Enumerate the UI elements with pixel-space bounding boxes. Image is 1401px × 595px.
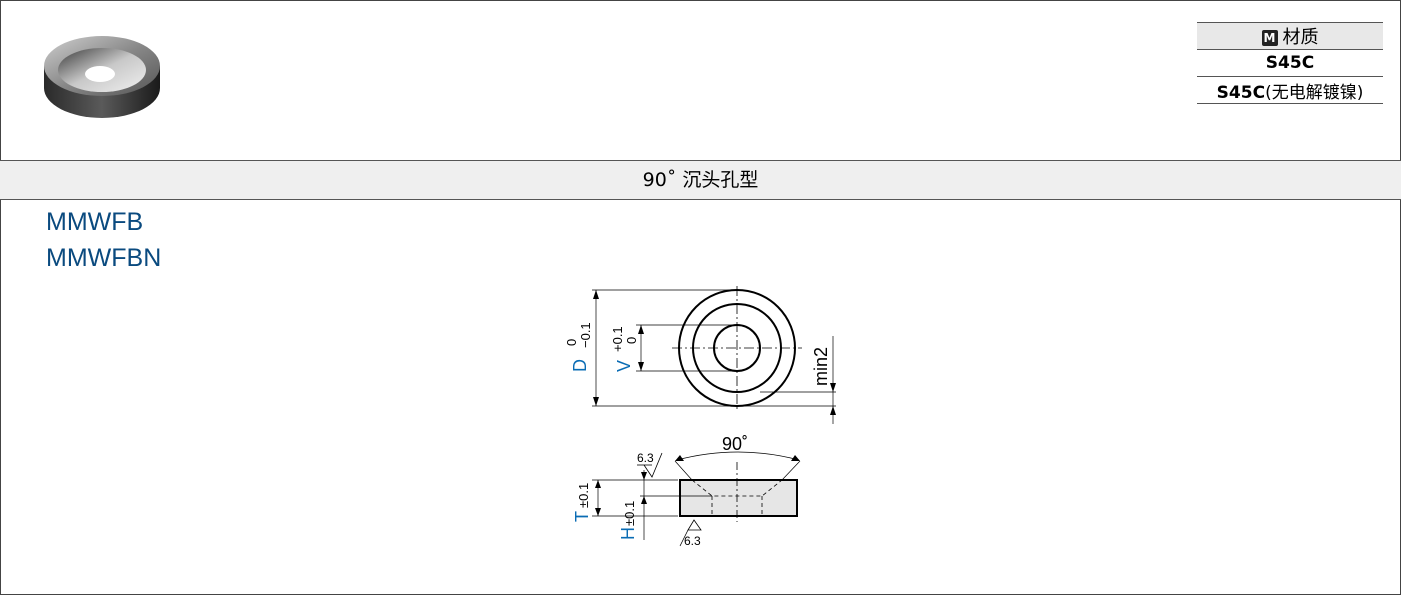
- material-grade: S45C: [1265, 53, 1315, 73]
- v-tol-upper: +0.1: [610, 326, 625, 352]
- t-tol: ±0.1: [576, 483, 591, 508]
- v-tol-lower: 0: [624, 337, 639, 344]
- d-tol-upper: 0: [564, 339, 579, 346]
- top-view: [592, 286, 836, 424]
- material-row: S45C(无电解镀镍): [1197, 76, 1383, 104]
- h-tol: ±0.1: [622, 501, 637, 526]
- roughness-top-label: 6.3: [637, 451, 654, 465]
- type-bar: 90˚ 沉头孔型: [0, 160, 1401, 200]
- material-header-label: 材质: [1282, 27, 1319, 48]
- material-row: S45C: [1197, 49, 1383, 77]
- d-label: D: [570, 359, 590, 372]
- d-tol-lower: −0.1: [578, 322, 593, 348]
- roughness-bottom-label: 6.3: [684, 534, 701, 548]
- h-label: H: [618, 527, 638, 540]
- washer-section: [679, 479, 798, 517]
- part-code[interactable]: MMWFBN: [46, 244, 162, 272]
- material-badge-icon: M: [1261, 30, 1278, 46]
- countersunk-washer-photo: [44, 36, 160, 118]
- angle-label: 90˚: [722, 434, 748, 454]
- type-bar-label: 90˚ 沉头孔型: [642, 169, 759, 191]
- v-label: V: [614, 360, 634, 372]
- min-label: min2: [811, 347, 831, 386]
- part-code-list: MMWFB MMWFBN: [46, 204, 161, 276]
- part-code[interactable]: MMWFB: [46, 208, 144, 236]
- material-treatment: (无电解镀镍): [1265, 82, 1364, 103]
- technical-drawing: D 0 −0.1 V +0.1 0 min2 90˚ 6.3 6.3 T ±0.…: [564, 286, 836, 548]
- material-grade: S45C: [1216, 82, 1266, 103]
- side-view: [592, 451, 801, 547]
- t-label: T: [572, 511, 592, 522]
